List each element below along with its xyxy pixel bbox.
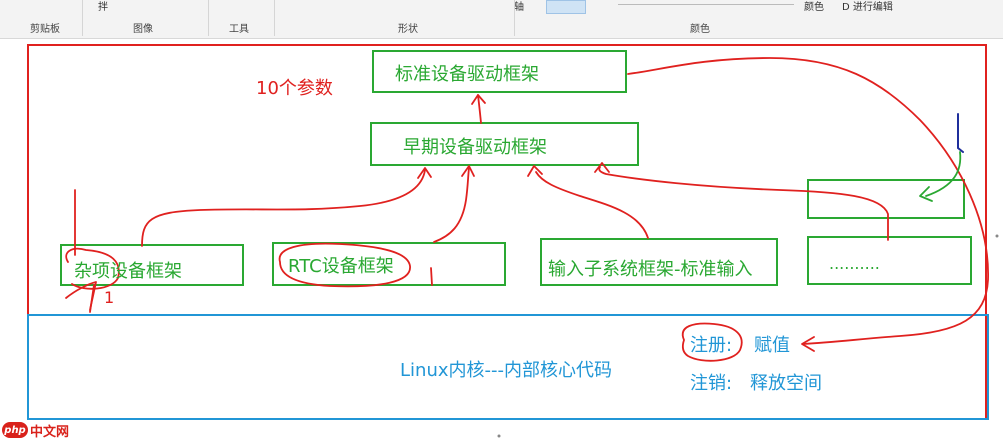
ribbon-fragment[interactable]: 颜色	[804, 2, 824, 13]
rtc-tick	[430, 267, 433, 286]
params-note: 10个参数	[256, 78, 333, 99]
color-swatch-selected[interactable]	[546, 0, 586, 14]
ribbon-separator	[514, 0, 515, 36]
arrow-early-to-standard	[477, 94, 482, 124]
ribbon-fragment[interactable]: D 进行编辑	[842, 2, 893, 13]
input-framework-box	[540, 238, 778, 286]
ellipsis-label: ..........	[829, 254, 880, 273]
misc-framework-box	[60, 244, 244, 286]
misc-arrowhead	[65, 281, 97, 311]
ribbon-group-colors: 颜色	[690, 24, 710, 35]
ribbon-separator	[82, 0, 83, 36]
misc-circle-mark	[65, 247, 120, 290]
arrowhead	[801, 336, 815, 352]
input-framework-label: 输入子系统框架-标准输入	[548, 259, 753, 280]
resize-handle	[497, 434, 501, 438]
early-framework-label: 早期设备驱动框架	[403, 137, 547, 158]
arrow-rtc-to-early	[433, 167, 470, 243]
misc-mark-number: 1	[104, 288, 115, 307]
arrowhead	[919, 186, 933, 202]
ribbon-group-shapes: 形状	[398, 24, 418, 35]
green-arrow-into-box	[925, 151, 962, 197]
arrowhead	[471, 94, 486, 105]
extra-top-box	[807, 179, 965, 219]
assign-label: 赋值	[754, 335, 790, 356]
arrow-standard-to-assign	[627, 57, 989, 345]
kernel-label: Linux内核---内部核心代码	[400, 360, 612, 381]
ribbon-slider-track[interactable]	[618, 4, 794, 5]
paint-canvas[interactable]	[0, 39, 1003, 441]
php-logo: php	[2, 422, 28, 438]
standard-framework-box	[372, 50, 627, 93]
arrow-misc-to-early	[141, 169, 426, 247]
rtc-framework-box	[272, 242, 506, 286]
ribbon-separator	[208, 0, 209, 36]
free-label: 释放空间	[750, 373, 822, 394]
misc-framework-label: 杂项设备框架	[74, 261, 182, 282]
kernel-blue-box	[27, 314, 989, 420]
ribbon-separator	[274, 0, 275, 36]
unregister-label: 注销:	[690, 373, 733, 394]
arrowhead	[461, 165, 475, 177]
navy-pen-mark	[957, 113, 964, 153]
extra-bottom-box	[807, 236, 972, 285]
arrowhead	[417, 167, 432, 179]
resize-handle	[995, 234, 999, 238]
watermark-text: 中文网	[30, 424, 70, 440]
ribbon-group-tools: 工具	[229, 24, 249, 35]
early-framework-box	[370, 122, 639, 166]
register-circle-mark	[681, 322, 743, 362]
rtc-framework-label: RTC设备框架	[288, 256, 394, 277]
arrowhead	[594, 162, 610, 173]
ribbon-group-image: 图像	[133, 24, 153, 35]
rtc-circle-mark	[278, 242, 411, 288]
arrow-extra-to-early	[598, 166, 889, 241]
ribbon-fragment: 轴	[514, 2, 524, 13]
standard-framework-label: 标准设备驱动框架	[395, 64, 539, 85]
arrowhead	[527, 165, 543, 177]
toolbar-ribbon: 拌 轴 颜色 D 进行编辑 剪贴板 图像 工具 形状 颜色	[0, 0, 1003, 39]
ribbon-fragment: 拌	[98, 2, 108, 13]
register-label: 注册:	[690, 335, 733, 356]
site-watermark: php 中文网	[2, 420, 69, 440]
arrow-input-to-early	[535, 171, 649, 239]
ribbon-group-clipboard: 剪贴板	[30, 24, 60, 35]
